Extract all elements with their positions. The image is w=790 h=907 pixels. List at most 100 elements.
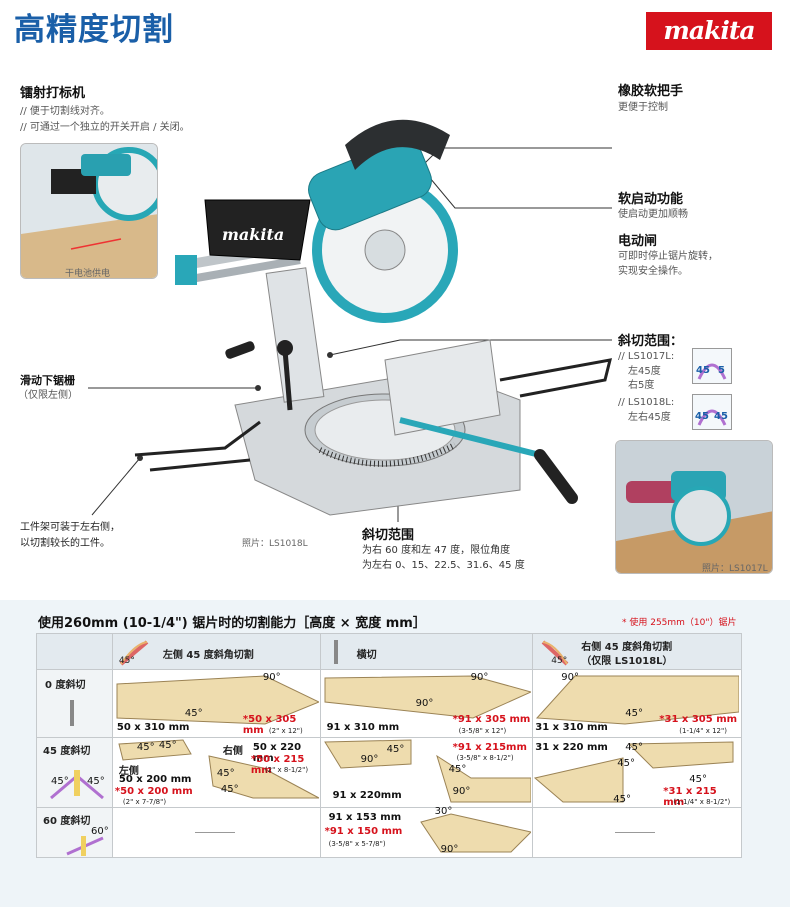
r0-right-45: 45° (625, 708, 644, 719)
brake-title: 电动闸 (618, 234, 658, 249)
fence-desc: （仅限左侧） (18, 390, 78, 401)
photo2-caption: 照片：LS1017L (702, 564, 768, 574)
bevel-badge-ls1018: 45 45 (692, 394, 732, 430)
r0-left-dim: 50 x 310 mm (116, 722, 190, 733)
r45-r-45d: 45° (613, 794, 632, 805)
r0-left-board (116, 675, 319, 725)
r45-right-label: 右侧 (222, 746, 243, 757)
r45-mid-star: *91 x 215mm (452, 742, 527, 753)
capacity-table: 45° 左侧 45 度斜角切割 横切 45° 右侧 45 度斜角切割 （仅限 L… (36, 633, 742, 858)
r45-right-cell: 31 x 220 mm 45° 45° 45° *31 x 215 mm (1-… (532, 737, 742, 808)
r45-left1: 50 x 200 mm (118, 774, 192, 785)
r45-right-in: (1-1/4" x 8-1/2") (673, 798, 731, 806)
r45-left2: *50 x 200 mm (114, 786, 193, 797)
r0-mid-90: 90° (470, 672, 489, 683)
laser-thumbnail: 干电池供电 (20, 143, 158, 279)
extension-line-2: 以切割较长的工件。 (20, 538, 110, 549)
r45-m-45: 45° (386, 744, 405, 755)
r60-left-cell (111, 807, 321, 858)
r60-star: *91 x 150 mm (324, 826, 403, 837)
r0-right-cell: 90° 45° 31 x 310 mm *31 x 305 mm (1-1/4"… (532, 669, 742, 738)
r0-mid-star: *91 x 305 mm (452, 714, 531, 725)
r0-right-dim: 31 x 310 mm (535, 722, 608, 733)
r60-30: 30° (434, 806, 453, 817)
bevel-title: 斜切范围： (618, 334, 684, 349)
r45-l-45b: 45° (158, 740, 177, 751)
r0-mid-in: (3-5/8" x 12") (458, 727, 507, 735)
miter-line-1: 为右 60 度和左 47 度，限位角度 (362, 545, 511, 556)
r0-right-in: (1-1/4" x 12") (679, 727, 727, 735)
r0-right-star: *31 x 305 mm (659, 714, 738, 725)
bevel-ls1017-range-2: 右5度 (628, 380, 655, 391)
r45-right2: *50 x 215 mm (250, 754, 305, 776)
r45-l-45c: 45° (216, 768, 235, 779)
r60-90: 90° (440, 844, 459, 855)
r60-dim: 91 x 153 mm (328, 812, 402, 823)
r45-left-in: (2" x 7-7/8") (122, 798, 167, 806)
badge1-right: 5 (718, 365, 725, 376)
r0-right-90: 90° (561, 672, 580, 683)
miter-line-2: 为左右 0、15、22.5、31.6、45 度 (362, 560, 525, 571)
capacity-note: * 使用 255mm（10"）锯片 (622, 618, 737, 628)
page-title: 高精度切割 (14, 12, 174, 48)
right-45-angle: 45° (551, 656, 568, 666)
col-header-right: 45° 右侧 45 度斜角切割 （仅限 LS1018L） (532, 633, 742, 670)
r60-left-na (194, 832, 235, 833)
r45-right-in: (2" x 8-1/2") (264, 766, 309, 774)
crosscut-icon (333, 640, 338, 664)
r45-l-45a: 45° (136, 742, 155, 753)
r45-left-boards (118, 739, 319, 799)
badge2-right: 45 (714, 411, 728, 422)
r0-left-90: 90° (262, 672, 281, 683)
r45-mid-in: (3-5/8" x 8-1/2") (456, 754, 514, 762)
r45-mid-cell: 45° 90° *91 x 215mm (3-5/8" x 8-1/2") 91… (319, 737, 534, 808)
r45-right1: 50 x 220 mm (252, 742, 302, 764)
r60-in: (3-5/8" x 5-7/8") (328, 840, 386, 848)
badge2-left: 45 (695, 411, 709, 422)
row60-angle: 60° (91, 826, 109, 837)
extension-line-1: 工件架可装于左右侧， (20, 522, 120, 533)
bevel-ls1018-model: // LS1018L: (618, 397, 675, 408)
r45-mid-dim: 91 x 220mm (332, 790, 402, 801)
row60-label: 60 度斜切 (43, 816, 91, 827)
r45-r-45a: 45° (625, 742, 644, 753)
bevel-ls1018-range: 左右45度 (628, 412, 671, 423)
row60-icon (66, 836, 104, 856)
r60-mid-cell: 30° 90° 91 x 153 mm *91 x 150 mm (3-5/8"… (319, 806, 534, 858)
row0-icon (70, 700, 74, 726)
col-right-label-2: （仅限 LS1018L） (581, 656, 673, 667)
r45-l-45d: 45° (220, 784, 239, 795)
r0-left-in: (2" x 12") (268, 727, 303, 735)
r45-r-45c: 45° (689, 774, 708, 785)
brake-desc: 可即时停止锯片旋转， (618, 251, 718, 262)
right-bevel-icon (541, 640, 569, 666)
r45-mid-boards (323, 739, 531, 803)
laser-line-1: // 便于切割线对齐。 (20, 106, 110, 117)
bevel-ls1017-model: // LS1017L: (618, 351, 675, 362)
r0-mid-board (324, 675, 531, 719)
r45-m-90: 90° (360, 754, 379, 765)
r0-left-cell: 90° 45° 50 x 310 mm *50 x 305 mm (2" x 1… (111, 669, 321, 738)
row0-label: 0 度斜切 (45, 680, 86, 691)
miter-title: 斜切范围 (362, 528, 415, 543)
grip-title: 橡胶软把手 (618, 84, 684, 99)
softstart-desc: 使启动更加顺畅 (618, 209, 688, 220)
row45-r: 45° (87, 776, 105, 787)
photo-caption: 照片：LS1018L (242, 539, 308, 549)
badge1-left: 45 (696, 365, 710, 376)
softstart-title: 软启动功能 (618, 192, 684, 207)
col-left-label: 左侧 45 度斜角切割 (162, 650, 254, 661)
r0-mid-cell: 90° 90° 91 x 310 mm *91 x 305 mm (3-5/8"… (319, 669, 534, 738)
laser-title: 镭射打标机 (20, 86, 86, 101)
bevel-ls1017-range: 左45度 (628, 366, 661, 377)
grip-desc: 更便于控制 (618, 102, 668, 113)
left-45-angle: 45° (118, 656, 135, 666)
makita-logo: makita (646, 12, 772, 50)
col-header-left: 45° 左侧 45 度斜角切割 (111, 633, 321, 670)
r0-right-board (536, 675, 740, 725)
svg-text:makita: makita (222, 225, 284, 244)
r45-left-cell: 45° 45° 右侧 50 x 220 mm *50 x 215 mm (2" … (111, 737, 321, 808)
r45-m-45b: 45° (448, 764, 467, 775)
brake-desc-2: 实现安全操作。 (618, 266, 688, 277)
bevel-badge-ls1017: 45 5 (692, 348, 732, 384)
